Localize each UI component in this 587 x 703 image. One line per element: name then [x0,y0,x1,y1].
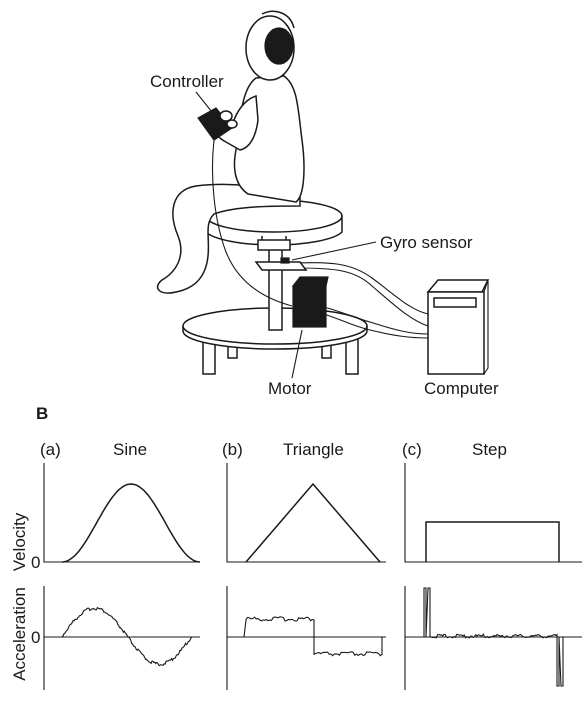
gyro-leader-line [291,241,377,261]
controller-leader-line [195,91,213,113]
acceleration-zero-tick: 0 [31,628,40,647]
seated-person [156,10,305,307]
apparatus-illustration: Controller Gyro sensor Motor Computer [150,10,499,398]
square-acceleration-trace [243,616,383,657]
column-a-name: Sine [113,440,147,459]
cable-to-computer [289,262,429,315]
column-c-tag: (c) [402,440,422,459]
triangle-velocity-trace [245,482,381,563]
velocity-traces [61,482,560,563]
sine-acceleration-trace [61,606,193,667]
computer-label: Computer [424,379,499,398]
step-velocity-trace [425,521,560,562]
motor-leader-line [291,329,303,379]
column-b-name: Triangle [283,440,344,459]
panel-b: B (a) Sine (b) Triangle (c) Step Velocit… [10,404,582,690]
impulse-acceleration-trace [408,587,580,687]
motor-label: Motor [268,379,312,398]
velocity-zero-tick: 0 [31,553,40,572]
gyro-sensor-label: Gyro sensor [380,233,473,252]
rotation-shaft [268,245,283,331]
panel-b-label: B [36,404,48,423]
column-b-tag: (b) [222,440,243,459]
velocity-axes [43,463,582,563]
handheld-controller [197,107,238,141]
velocity-axis-label: Velocity [10,512,29,571]
column-c-name: Step [472,440,507,459]
acceleration-axes [43,586,582,690]
computer-tower [426,279,490,375]
motor [291,276,329,328]
column-a-tag: (a) [40,440,61,459]
acceleration-axis-label: Acceleration [10,587,29,681]
acceleration-traces [61,587,580,687]
controller-label: Controller [150,72,224,91]
sine-velocity-trace [61,483,201,563]
